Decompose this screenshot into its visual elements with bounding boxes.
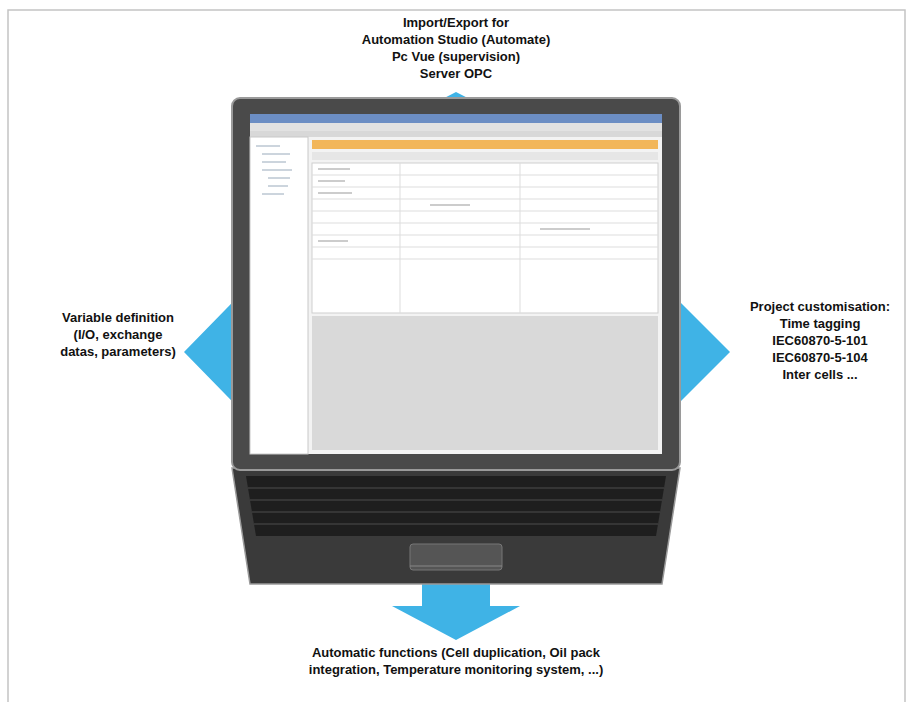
right-label-group: Project customisation:Time taggingIEC608… xyxy=(734,298,906,383)
label: Time tagging xyxy=(734,315,906,332)
label: Automation Studio (Automate) xyxy=(226,31,686,48)
label: Import/Export for xyxy=(226,14,686,31)
label: Server OPC xyxy=(226,65,686,82)
left-label-group: Variable definition (I/O, exchange datas… xyxy=(56,309,180,360)
label: IEC60870-5-101 xyxy=(734,332,906,349)
frame xyxy=(8,10,905,702)
bottom-label-group: Automatic functions (Cell duplication, O… xyxy=(286,644,626,678)
label: IEC60870-5-104 xyxy=(734,349,906,366)
top-label-group: Import/Export forAutomation Studio (Auto… xyxy=(226,14,686,82)
laptop-screen xyxy=(232,98,680,470)
label: Variable definition (I/O, exchange datas… xyxy=(56,309,180,360)
label: Project customisation: xyxy=(734,298,906,315)
label: Automatic functions (Cell duplication, O… xyxy=(286,644,626,678)
label: Pc Vue (supervision) xyxy=(226,48,686,65)
label: Inter cells ... xyxy=(734,366,906,383)
laptop-base xyxy=(232,468,680,584)
